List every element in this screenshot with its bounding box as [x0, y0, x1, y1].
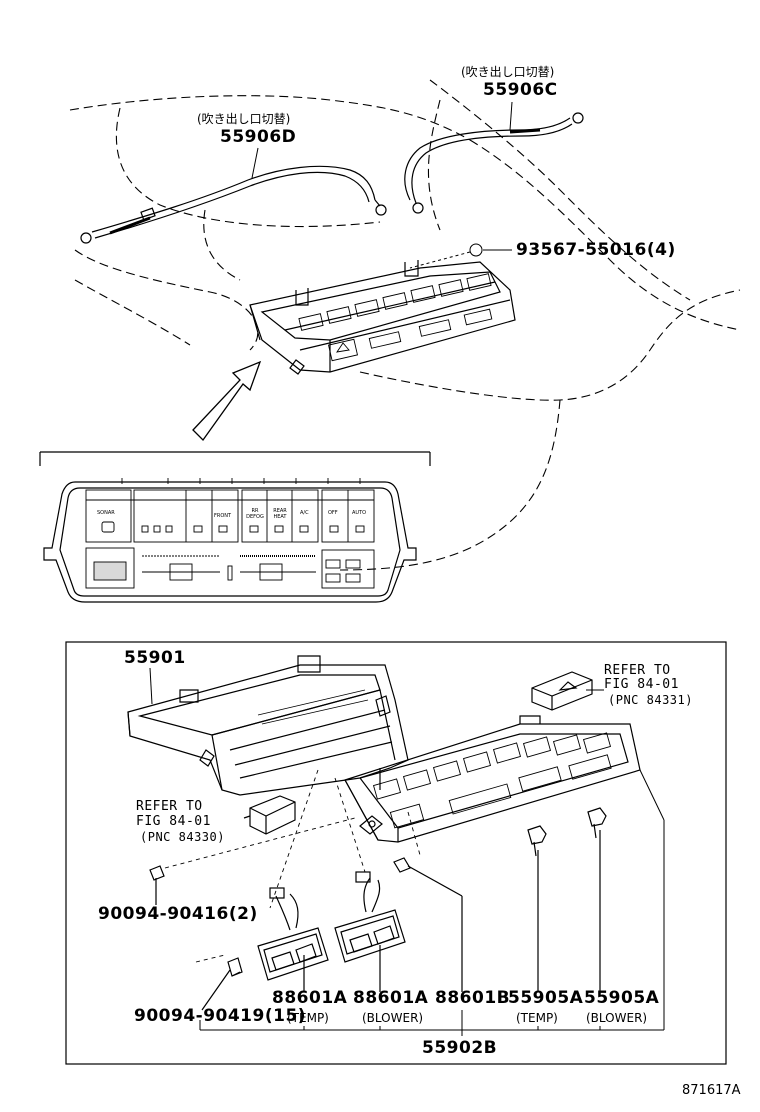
switch-84330 [243, 795, 296, 835]
assembly-part-number: 55902B [422, 1038, 498, 1058]
cable-c-part-number: 55906C [483, 80, 558, 100]
figure-code: 871617A [682, 1083, 741, 1098]
housing-part-number: 55901 [124, 648, 186, 668]
refer-top-line2: FIG 84-01 [604, 677, 679, 692]
refer-left-line3: (PNC 84330) [140, 830, 225, 844]
bulb-holder-blower [334, 871, 406, 992]
panel-label-auto: AUTO [352, 510, 367, 516]
installed-control-unit [249, 260, 516, 375]
exploded-frame [65, 641, 727, 1065]
screw-90416 [149, 865, 165, 905]
panel-label-rr-defog: RR DEFOG [246, 508, 264, 520]
knob-blower-part-number: 55905A [584, 988, 660, 1008]
screw-part-number: 93567-55016(4) [516, 240, 676, 260]
bulb-blower-part-number: 88601A [353, 988, 429, 1008]
bulb-holder-temp [257, 887, 329, 992]
bulb-temp-part-number: 88601A [272, 988, 348, 1008]
refer-left-line2: FIG 84-01 [136, 814, 211, 829]
knob-temp-part-number: 55905A [508, 988, 584, 1008]
refer-top-line3: (PNC 84331) [608, 693, 693, 707]
detail-bracket [39, 451, 431, 466]
cable-55906c [404, 112, 584, 214]
top-leader-lines [251, 101, 513, 269]
bulb-b-part-number: 88601B [435, 988, 511, 1008]
assembly-leader-right [639, 769, 665, 1030]
screw-90419 [201, 957, 243, 1011]
housing-55901 [127, 655, 409, 796]
knob-temp [527, 825, 547, 992]
bulb-blower-note: (BLOWER) [362, 1011, 424, 1025]
cable-c-note: (吹き出し口切替) [461, 65, 555, 79]
screw-a-part-number: 90094-90416(2) [98, 904, 258, 924]
panel-label-off: OFF [328, 510, 338, 516]
knob-blower [587, 807, 607, 992]
assembly-dashes [164, 769, 421, 963]
assembly-bracket-55902b [199, 1010, 664, 1036]
knob-temp-note: (TEMP) [516, 1011, 558, 1025]
housing-leader [149, 667, 604, 705]
cable-d-part-number: 55906D [220, 127, 297, 147]
bulb-temp-note: (TEMP) [287, 1011, 329, 1025]
panel-label-front: FRONT [214, 513, 232, 519]
refer-top-line1: REFER TO [604, 663, 671, 678]
panel-label-rear-heat: REAR HEAT [273, 508, 287, 520]
screw-b-part-number: 90094-90419(15) [134, 1006, 307, 1026]
cable-d-note: (吹き出し口切替) [197, 112, 291, 126]
panel-label-ac: A/C [300, 510, 309, 516]
switch-84331 [531, 671, 593, 711]
bulb-88601b [393, 857, 463, 992]
panel-label-sonar: SONAR [97, 510, 115, 516]
front-panel [43, 478, 417, 603]
knob-blower-note: (BLOWER) [586, 1011, 648, 1025]
dashboard-outline [69, 79, 741, 571]
cable-55906d [80, 165, 387, 244]
view-arrow [192, 360, 262, 442]
refer-left-line1: REFER TO [136, 799, 203, 814]
